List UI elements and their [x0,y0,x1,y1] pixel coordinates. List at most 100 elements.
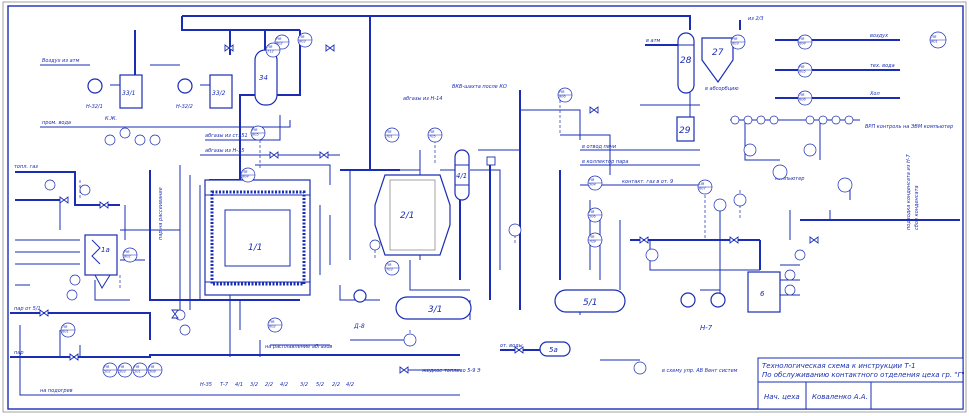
main-pipelines [10,15,960,358]
label-na-pechi: пар на рассеивание [158,187,164,240]
label-v-skhemu: в схему упр. АВ Вент систем [662,368,738,374]
bottom-line: 4/2 [346,382,354,388]
vessel-29: 29 [676,116,695,142]
label-1-1: 1/1 [248,243,262,253]
bottom-line: 3/2 [300,382,308,388]
column-28: 28 [677,32,695,94]
bottom-line: 2/2 [332,382,340,388]
label-33-2: 33/2 [212,90,226,97]
label-6: 6 [760,290,765,298]
drawing-border [7,5,964,410]
title-block: Технологическая схема к инструкции Т-1 П… [757,357,965,410]
drum-d8: Д-8 [353,289,367,330]
label-podvodka: подводка конденсата из Н-7 [906,153,912,230]
vessel-3-1: 3/1 [395,296,472,320]
pump-h32-1: Н-32/1 [86,78,103,110]
cyclone-27: 27 [701,37,734,84]
pump-n7: Н-7 [680,292,726,332]
label-khol: Хол [869,91,880,97]
label-in-27: из 2/3 [748,16,764,22]
label-vozdukh: Воздух из атм [42,58,80,64]
label-v-atm: в атм [646,38,661,44]
label-kzh: К.Ж. [105,116,117,122]
label-kompyuter: компьютер [775,176,804,182]
furnace-1-1: 1/1 [204,179,311,296]
label-27: 27 [712,48,724,58]
title-line-2: По обслуживанию контактного отделения це… [762,371,965,379]
tank-33-1: 33/1 [119,74,143,109]
label-zhidk-toplivo: жидкое топливо 5-9 Э [421,368,481,374]
reactor-2-1: 2/1 [374,174,451,256]
label-2-1: 2/1 [400,211,414,221]
label-vozdukh-r: воздух [870,33,888,39]
bottom-line: 5/2 [316,382,324,388]
title-line-1: Технологическая схема к инструкции Т-1 [762,362,916,370]
aux-instruments [44,115,854,375]
label-kollektor: в коллектор пара [582,159,628,165]
label-29: 29 [679,126,691,136]
label-na-podogrev: на подогрев [40,388,73,394]
label-topl-gaz: топл. газ [14,164,38,170]
label-tekh-voda: тех. вода [870,63,895,69]
label-5-1: 5/1 [583,298,597,308]
bottom-line: 4/2 [280,382,288,388]
tank-33-2: 33/2 [209,74,233,109]
column-4-1: 4/1 [454,149,496,201]
bottom-line: Т-7 [220,382,229,388]
drum-5-1: 5/1 [554,289,626,313]
label-h32-1: Н-32/1 [86,104,103,110]
label-vrp: ВРП контроль на ЭВМ компьютер [865,124,953,130]
label-rasplav: на расплавление абгазов [265,344,332,350]
pump-h32-2: Н-32/2 [176,78,193,110]
label-prom-voda: пром. вода [42,120,71,126]
label-abgaz-n14: абгазы из Н-14 [403,96,442,102]
label-d8: Д-8 [353,323,365,330]
label-33-1: 33/1 [122,90,135,97]
bottom-line-numbers: Н-35 Т-7 4/1 3/2 2/2 4/2 3/2 5/2 2/2 4/2 [200,382,354,388]
label-abgaz-51: абгазы из ст. 51 [205,133,248,139]
label-vkv: ВКВ-шахта после КО [452,84,507,90]
bottom-line: 2/2 [265,382,273,388]
label-5a: 5а [549,346,558,354]
label-h32-2: Н-32/2 [176,104,193,110]
label-sbor-kond: сбор конденсата [914,185,920,230]
separator-6: 6 [747,271,781,313]
vessel-34: 34 [254,49,278,106]
